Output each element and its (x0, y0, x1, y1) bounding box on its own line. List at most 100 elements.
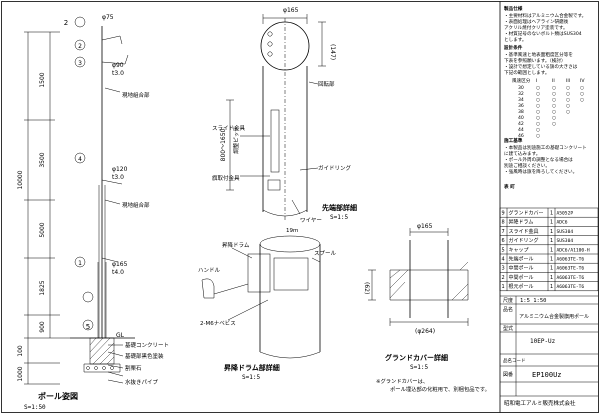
top-diameter: φ165 (283, 7, 299, 14)
parts-cell: ADC6/A1100-H (557, 247, 590, 253)
notes-panel-2: 施工基準 ・本製品は別途施工の基礎コンクリート に建て込みます。 ・ポール外周の… (503, 137, 587, 190)
drum-detail (201, 235, 321, 359)
wind-cell: 42 (518, 121, 524, 127)
top-detail-title: 先端部詳細 (322, 203, 357, 212)
wind-cell: ○ (552, 116, 556, 121)
parts-cell: 1 (550, 229, 553, 235)
wind-header-cell: 風速区分 (512, 77, 531, 84)
parts-cell: グランドカバー (509, 210, 544, 217)
wind-cell: 44 (518, 127, 524, 133)
notes-head: 製品仕様 (503, 5, 523, 12)
svg-text:とします。: とします。 (504, 36, 527, 43)
parts-cell: 1 (550, 257, 553, 263)
svg-text:・材質記号のないボルト類はSUS304: ・材質記号のないボルト類はSUS304 (504, 30, 582, 37)
parts-cell: 1 (550, 284, 553, 290)
parts-cell: 1 (550, 220, 553, 226)
parts-cell: 先端ポール (509, 256, 534, 263)
parts-cell: 昇降ドラム (509, 219, 534, 226)
wind-cell: ○ (566, 110, 570, 115)
thickness-label: t3.0 (112, 70, 124, 77)
wind-cell: ○ (536, 98, 540, 103)
wind-cell: ○ (536, 128, 540, 133)
svg-text:に建て込みます。: に建て込みます。 (504, 150, 540, 157)
dim-147: (147) (329, 44, 336, 60)
svg-text:1825: 1825 (39, 280, 46, 295)
wind-cell: ○ (566, 92, 570, 97)
name-value: アルミニウム合金製旗用ポール (519, 313, 589, 320)
wind-header-cell: II (552, 78, 555, 84)
svg-text:下記の範囲とします。: 下記の範囲とします。 (504, 69, 549, 76)
top-label: ガイドリング (318, 164, 352, 172)
svg-text:3500: 3500 (39, 152, 46, 167)
wind-cell: 30 (518, 85, 524, 91)
annotation: 基礎部黒色塗装 (125, 352, 164, 360)
parts-cell: 8 (502, 220, 505, 226)
wind-cell: 46 (518, 133, 524, 139)
diameter-label: φ90 (112, 62, 124, 69)
wind-cell: ○ (536, 104, 540, 109)
pole-view (24, 16, 135, 385)
pole-view-scale: S=1:50 (24, 404, 46, 411)
diameter-label: φ75 (102, 14, 114, 21)
notes-head: 表 町 (503, 183, 515, 190)
wind-header-cell: III (566, 78, 570, 84)
top-label: スライド金具 (212, 124, 246, 132)
top-label: 調整ピッチ (232, 126, 240, 154)
parts-cell: A6063TE-T6 (557, 266, 585, 272)
parts-cell: 1 (550, 211, 553, 217)
thickness-label: t3.0 (112, 174, 124, 181)
parts-cell: 3 (502, 266, 505, 272)
parts-cell: 2 (502, 275, 505, 281)
parts-cell: 1 (550, 266, 553, 272)
parts-cell: 9 (502, 211, 505, 217)
cover-detail-title: グランドカバー詳細 (385, 353, 448, 362)
wind-cell: ○ (566, 86, 570, 91)
marker-label: 2 (78, 43, 82, 50)
wind-header-cell: I (536, 78, 537, 84)
top-label: ワイヤー (300, 217, 322, 224)
parts-cell: A5052P (557, 211, 574, 217)
parts-cell: 根元ポール (509, 283, 534, 290)
svg-text:900: 900 (39, 321, 46, 333)
top-label: 回転部 (318, 80, 335, 88)
name-label: 品名 (503, 306, 513, 313)
code-label: 品名コード (503, 357, 526, 364)
wind-cell: ○ (580, 98, 584, 103)
drum-label: 2-M6ナベビス (200, 319, 236, 327)
marker-label: 3 (78, 60, 82, 67)
top-detail-scale: S=1:5 (330, 214, 348, 221)
parts-cell: A6063TE-T6 (557, 257, 585, 263)
notes-head: 設計条件 (504, 44, 523, 51)
svg-text:1500: 1500 (39, 72, 46, 87)
annotation: 割栗石 (125, 364, 142, 372)
parts-cell: 1 (502, 284, 505, 290)
svg-text:別途ご相談ください。: 別途ご相談ください。 (504, 162, 550, 169)
parts-cell: A6063TE-T6 (557, 284, 585, 290)
svg-text:10000: 10000 (17, 170, 24, 189)
annotation: 水抜きパイプ (125, 378, 159, 386)
wind-cell: ○ (580, 86, 584, 91)
svg-text:・基準風速と地表面粗度区分等を: ・基準風速と地表面粗度区分等を (504, 51, 573, 58)
diameter-label: φ165 (112, 261, 128, 268)
wind-cell: ○ (536, 116, 540, 121)
wind-cell: ○ (536, 86, 540, 91)
wind-cell: 38 (518, 109, 524, 115)
wind-cell: ○ (552, 86, 556, 91)
drum-detail-title: 昇降ドラム部詳細 (224, 363, 280, 372)
model-value: 10EP-Uz (530, 338, 556, 345)
wind-cell: ○ (552, 104, 556, 109)
parts-cell: 5 (502, 247, 505, 253)
wind-cell: ○ (580, 92, 584, 97)
wind-cell: ○ (552, 92, 556, 97)
wind-cell: ○ (536, 92, 540, 97)
svg-text:5000: 5000 (39, 222, 46, 237)
svg-text:アクリル焼付クリア塗装です。: アクリル焼付クリア塗装です。 (504, 24, 568, 31)
wind-cell: ○ (566, 104, 570, 109)
parts-cell: 7 (502, 229, 505, 235)
notes-head: 施工基準 (503, 137, 523, 144)
marker-label: 4 (78, 156, 82, 163)
